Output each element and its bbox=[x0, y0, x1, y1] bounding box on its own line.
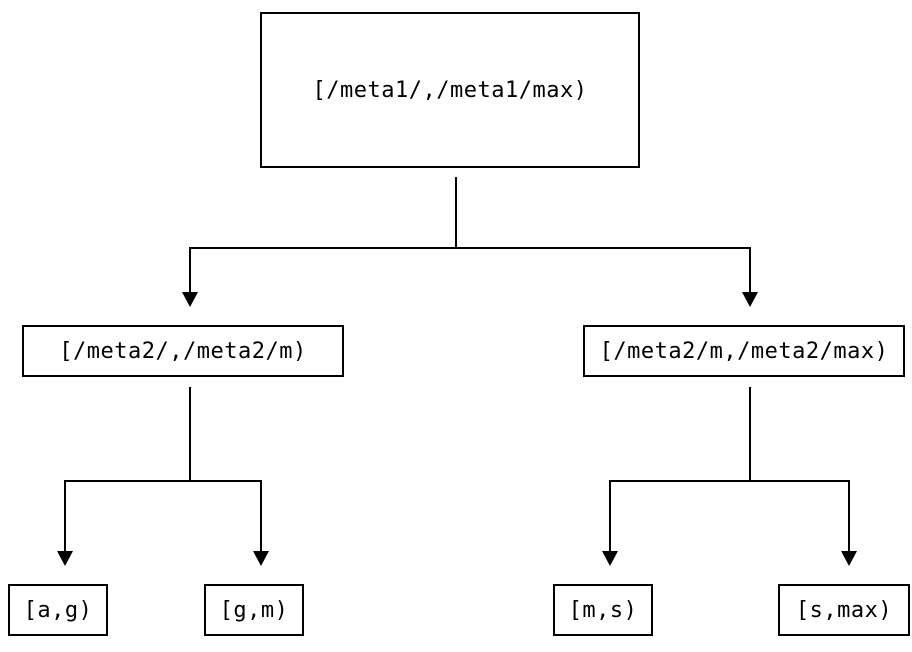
edge-right-child-to-leaves bbox=[602, 387, 857, 566]
node-root-interval: [/meta1/,/meta1/max) bbox=[260, 12, 640, 168]
node-leaf-gm: [g,m) bbox=[204, 584, 304, 636]
node-left-child-interval: [/meta2/,/meta2/m) bbox=[22, 325, 344, 377]
node-leaf-ms: [m,s) bbox=[553, 584, 653, 636]
arrow-down-icon bbox=[841, 551, 857, 566]
edge-root-to-children bbox=[182, 177, 758, 307]
edge-left-child-to-leaves bbox=[57, 387, 269, 566]
node-right-child-interval: [/meta2/m,/meta2/max) bbox=[583, 325, 905, 377]
arrow-down-icon bbox=[602, 551, 618, 566]
arrow-down-icon bbox=[182, 292, 198, 307]
arrow-down-icon bbox=[57, 551, 73, 566]
node-leaf-smax: [s,max) bbox=[778, 584, 910, 636]
arrow-down-icon bbox=[253, 551, 269, 566]
node-leaf-ag: [a,g) bbox=[8, 584, 108, 636]
arrow-down-icon bbox=[742, 292, 758, 307]
